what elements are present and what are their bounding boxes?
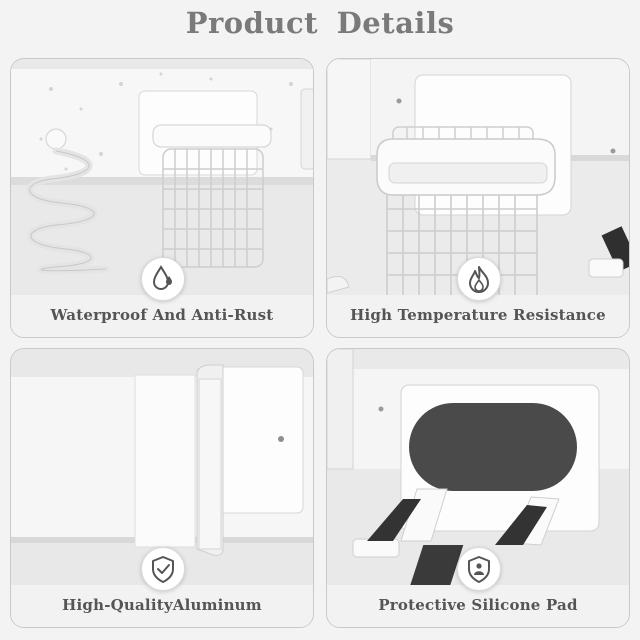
rack-photo-silicone	[327, 349, 629, 627]
feature-label: Waterproof And Anti-Rust	[50, 306, 274, 324]
rack-photo-aluminum	[11, 349, 313, 627]
shield-pad-icon	[457, 547, 501, 591]
feature-label: High Temperature Resistance	[350, 306, 606, 324]
page-title: Product Details	[185, 6, 455, 40]
flame-icon	[457, 257, 501, 301]
feature-panel-aluminum: High-QualityAluminum	[10, 348, 314, 628]
water-drop-icon	[141, 257, 185, 301]
feature-label: High-QualityAluminum	[62, 596, 262, 614]
feature-label: Protective Silicone Pad	[378, 596, 578, 614]
feature-panel-heat-resistance: High Temperature Resistance	[326, 58, 630, 338]
shield-check-icon	[141, 547, 185, 591]
feature-panel-waterproof: Waterproof And Anti-Rust	[10, 58, 314, 338]
feature-panel-silicone-pad: Protective Silicone Pad	[326, 348, 630, 628]
